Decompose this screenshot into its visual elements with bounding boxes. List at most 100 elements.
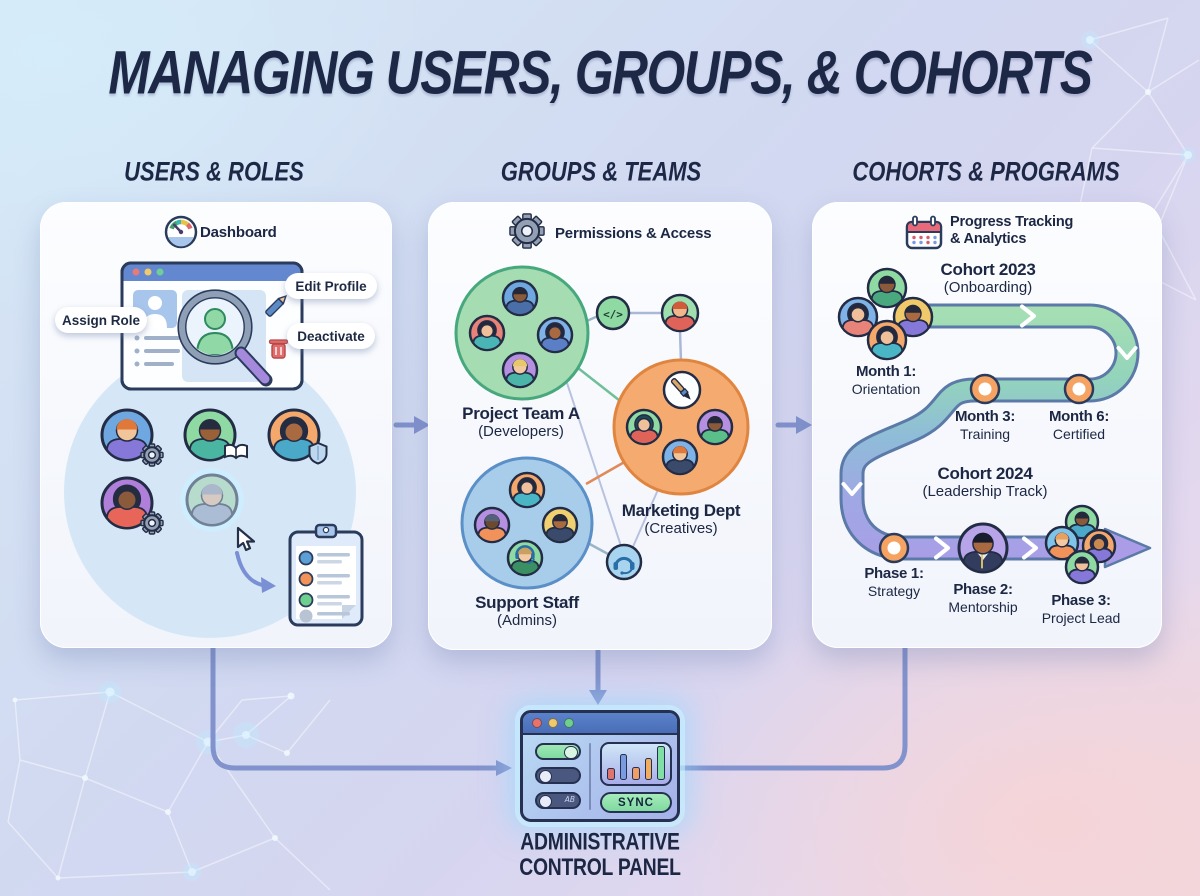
marketing-avatar-2[interactable] (696, 408, 734, 447)
month-3-label: Month 3: (954, 408, 1016, 425)
support-avatar-4[interactable] (506, 539, 544, 578)
cohort-2023-avatar-1[interactable] (866, 267, 908, 310)
control-panel-label: ADMINISTRATIVE CONTROL PANEL (519, 828, 681, 880)
milestone-dots (878, 373, 1095, 564)
calendar-icon (905, 215, 943, 250)
toggle-knob (538, 769, 552, 783)
phase-1-subtitle: Strategy (867, 583, 921, 599)
marketing-label: Marketing Dept (621, 501, 741, 520)
cohort-2024-subtitle: (Leadership Track) (922, 483, 1048, 500)
magnified-user (195, 308, 235, 355)
cohort-2023-avatar-4[interactable] (866, 319, 908, 362)
chart-bar (607, 768, 615, 780)
code-badge: </> (595, 295, 631, 331)
sync-button[interactable]: SYNC (600, 792, 672, 813)
toggle-knob (538, 794, 552, 808)
role-gear-icon (140, 511, 164, 535)
marketing-subtitle: (Creatives) (644, 520, 718, 537)
shield-icon (308, 441, 328, 465)
admin-control-panel-window: AB SYNC (520, 710, 680, 822)
month-3-subtitle: Training (959, 426, 1011, 442)
user-avatar-4[interactable] (100, 476, 154, 531)
section-header-cohorts: COHORTS & PROGRAMS (852, 156, 1120, 188)
project-team-subtitle: (Developers) (478, 423, 564, 440)
permissions-gear-icon (509, 213, 545, 249)
delete-trash-icon[interactable] (268, 339, 289, 359)
assign-role-chip[interactable]: Assign Role (55, 307, 147, 333)
role-clipboard (288, 523, 364, 627)
book-icon (224, 443, 248, 460)
page-title: MANAGING USERS, GROUPS, & COHORTS (108, 38, 1093, 108)
phase-2-label: Phase 2: (953, 581, 1013, 598)
users-panel-title: Dashboard (200, 224, 277, 241)
chart-bar (619, 754, 628, 780)
edit-profile-chip[interactable]: Edit Profile (285, 273, 377, 299)
cohort-2023-subtitle: (Onboarding) (943, 279, 1033, 296)
window-dot-green (564, 718, 574, 728)
support-avatar-3[interactable] (541, 506, 579, 545)
magnifier-icon (177, 289, 273, 387)
phase-3-avatar-4[interactable] (1064, 549, 1100, 586)
phase-3-subtitle: Project Lead (1041, 610, 1121, 626)
support-subtitle: (Admins) (496, 612, 558, 629)
support-avatar-1[interactable] (508, 471, 546, 510)
phase-1-label: Phase 1: (864, 565, 924, 582)
cohort-2023-avatar-2[interactable] (837, 296, 879, 339)
deactivate-chip[interactable]: Deactivate (287, 323, 375, 349)
project-team-circle[interactable] (454, 265, 590, 401)
mini-bar-chart (600, 742, 672, 786)
cohort-journey-path (839, 303, 1152, 569)
groups-panel-title: Permissions & Access (555, 225, 712, 242)
toggle-switch-2[interactable] (535, 767, 581, 784)
chart-bar (632, 767, 640, 780)
project-team-avatar-2[interactable] (468, 314, 506, 353)
svg-text:</>: </> (603, 308, 623, 321)
project-team-avatar-1[interactable] (501, 279, 539, 318)
cohorts-panel: Progress Tracking & Analytics Cohort 202… (812, 202, 1162, 648)
cohorts-panel-title-line1: Progress Tracking (950, 214, 1074, 230)
cohort-2023-label: Cohort 2023 (940, 260, 1036, 279)
assignment-arrowhead (261, 577, 276, 593)
user-avatar-5[interactable] (185, 473, 239, 528)
support-avatar-2[interactable] (473, 506, 511, 545)
control-panel-label-line1: ADMINISTRATIVE (520, 828, 680, 856)
marketing-avatar-1[interactable] (625, 408, 663, 447)
marketing-avatar-3[interactable] (661, 438, 699, 477)
support-label: Support Staff (475, 593, 579, 612)
panel-divider (589, 743, 591, 810)
project-team-avatar-3[interactable] (536, 316, 574, 355)
window-dot-green (156, 268, 164, 276)
support-staff-circle[interactable] (460, 456, 594, 590)
edit-pencil-icon[interactable] (265, 294, 288, 317)
phase-2-mentor-avatar[interactable] (957, 522, 1009, 575)
user-avatar-1[interactable] (100, 408, 154, 463)
headset-badge (605, 543, 643, 581)
cohort-2024-label: Cohort 2024 (937, 464, 1033, 483)
role-gear-icon (140, 443, 164, 467)
marketing-dept-circle[interactable] (612, 358, 750, 496)
selection-glow (180, 468, 244, 532)
arrow-cohorts-to-control (675, 643, 908, 771)
month-6-subtitle: Certified (1052, 426, 1106, 442)
project-team-avatar-4[interactable] (501, 351, 539, 390)
month-1-label: Month 1: (855, 363, 917, 380)
toggle-switch-3[interactable]: AB (535, 792, 581, 809)
developer-avatar[interactable] (660, 293, 700, 334)
gauge-icon (164, 215, 198, 249)
window-dot-red (132, 268, 140, 276)
window-dot-yellow (144, 268, 152, 276)
phase-3-avatar-2[interactable] (1044, 525, 1080, 562)
user-avatar-2[interactable] (183, 408, 237, 463)
cohort-2023-avatar-3[interactable] (892, 296, 934, 339)
assignment-arrow (235, 551, 264, 587)
groups-panel: </> Permissions & Acc (428, 202, 772, 650)
cursor-icon (236, 526, 256, 552)
users-panel: Dashboard Edit Profile Assign Role Deact… (40, 202, 392, 648)
toggle-switch-1[interactable] (535, 743, 581, 760)
profile-text-lines (134, 335, 180, 367)
user-avatar-3[interactable] (267, 408, 321, 463)
clipboard-rows (298, 550, 350, 623)
control-panel-label-line2: CONTROL PANEL (519, 853, 681, 880)
